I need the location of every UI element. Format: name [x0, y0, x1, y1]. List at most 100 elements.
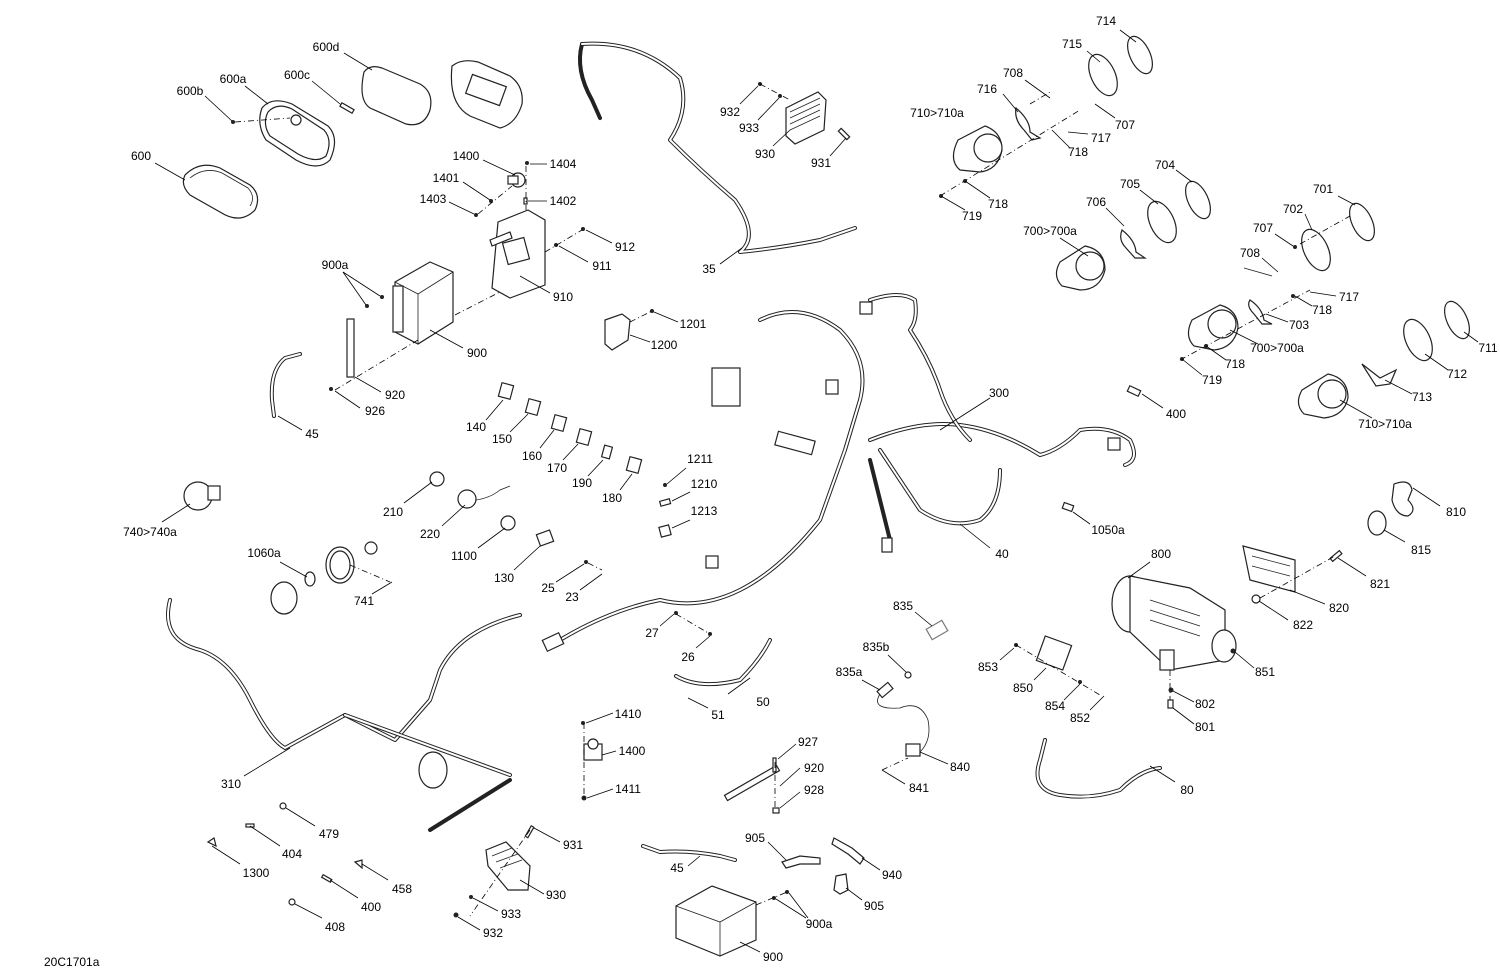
callout-label: 80	[1180, 783, 1194, 797]
callout-label: 710>710a	[1358, 417, 1412, 431]
callout-label: 1200	[650, 338, 678, 352]
callout-label: 600a	[219, 72, 247, 86]
callout-label: 900	[466, 346, 488, 360]
callout-label: 718	[1067, 145, 1089, 159]
voltage-regulator-930-bottom	[485, 841, 531, 891]
callout-label: 801	[1194, 720, 1216, 734]
callout-label: 926	[364, 404, 386, 418]
callout-label: 920	[384, 388, 406, 402]
callout-label: 27	[645, 626, 659, 640]
callout-label: 708	[1002, 66, 1024, 80]
callout-label: 35	[702, 262, 716, 276]
callout-label: 719	[1201, 373, 1223, 387]
callout-label: 458	[391, 882, 413, 896]
callout-label: 1404	[549, 157, 577, 171]
headlight-710-bottom	[1297, 373, 1349, 419]
callout-label: 404	[281, 847, 303, 861]
callout-label: 45	[305, 427, 319, 441]
fuse-box-900	[392, 261, 454, 345]
callout-label: 719	[961, 209, 983, 223]
rocker-switches	[497, 381, 643, 475]
callout-label: 718	[1311, 303, 1333, 317]
callout-label: 705	[1119, 177, 1141, 191]
callout-label: 932	[719, 105, 741, 119]
callout-label: 927	[797, 735, 819, 749]
callout-label: 835	[892, 599, 914, 613]
callout-label: 715	[1061, 37, 1083, 51]
callout-label: 815	[1410, 543, 1432, 557]
callout-label: 26	[681, 650, 695, 664]
callout-label: 190	[571, 476, 593, 490]
callout-label: 400	[1165, 407, 1187, 421]
callout-label: 718	[987, 197, 1009, 211]
callout-label: 821	[1369, 577, 1391, 591]
switches-210-220-1100-130	[429, 471, 555, 547]
callout-label: 852	[1069, 711, 1091, 725]
callout-label: 905	[744, 831, 766, 845]
callout-label: 933	[738, 121, 760, 135]
callout-label: 1401	[432, 171, 460, 185]
callout-label: 700>700a	[1250, 341, 1304, 355]
callout-label: 703	[1288, 318, 1310, 332]
callout-label: 300	[988, 386, 1010, 400]
callout-label: 1201	[679, 317, 707, 331]
callout-label: 1213	[690, 504, 718, 518]
callout-label: 1403	[419, 192, 447, 206]
callout-label: 180	[601, 491, 623, 505]
roller-fairlead-820	[1242, 545, 1296, 593]
document-id: 20C1701a	[44, 955, 100, 969]
callout-label: 706	[1085, 195, 1107, 209]
gauge-cluster-lens-600	[182, 164, 259, 219]
callout-label: 714	[1095, 14, 1117, 28]
callout-label: 741	[353, 594, 375, 608]
callout-label: 51	[711, 708, 725, 722]
callout-label: 835b	[862, 640, 890, 654]
callout-label: 170	[546, 461, 568, 475]
callout-label: 713	[1411, 390, 1433, 404]
headlight-710-top	[952, 125, 1003, 173]
callout-label: 712	[1446, 367, 1468, 381]
callout-label: 1060a	[247, 546, 281, 560]
solenoid-relay-bottom	[583, 738, 603, 761]
callout-label: 701	[1312, 182, 1334, 196]
callout-label: 711	[1478, 341, 1498, 355]
callout-label: 931	[562, 838, 584, 852]
callout-label: 210	[382, 505, 404, 519]
callout-label: 835a	[835, 665, 863, 679]
callout-label: 700>700a	[1023, 224, 1077, 238]
callout-label: 130	[493, 571, 515, 585]
callout-label: 740>740a	[123, 525, 177, 539]
callout-label: 1400	[452, 149, 480, 163]
callout-label: 900a	[321, 258, 349, 272]
callout-label: 1210	[690, 477, 718, 491]
solenoid-relay-top	[448, 159, 547, 217]
callout-label: 1400	[618, 744, 646, 758]
callout-label: 710>710a	[910, 106, 964, 120]
callout-label: 718	[1224, 357, 1246, 371]
callout-label: 933	[500, 907, 522, 921]
headlight-700-mid	[1055, 245, 1106, 291]
callout-label: 932	[482, 926, 504, 940]
callout-label: 930	[545, 888, 567, 902]
callout-label: 707	[1252, 221, 1274, 235]
callout-label: 150	[491, 432, 513, 446]
callout-label: 50	[756, 695, 770, 709]
callout-label: 23	[565, 590, 579, 604]
callout-label: 810	[1445, 505, 1467, 519]
callout-label: 854	[1044, 699, 1066, 713]
callout-label: 905	[863, 899, 885, 913]
callout-label: 1300	[242, 866, 270, 880]
callout-label: 802	[1194, 697, 1216, 711]
callout-label: 1050a	[1091, 523, 1125, 537]
callout-label: 928	[803, 783, 825, 797]
callout-label: 600	[130, 149, 152, 163]
callout-label: 40	[995, 547, 1009, 561]
callout-label: 45	[670, 861, 684, 875]
gauge-cover-600d	[361, 66, 432, 126]
callout-label: 600c	[283, 68, 311, 82]
callout-label: 400	[360, 900, 382, 914]
callout-label: 800	[1150, 547, 1172, 561]
winch-800	[1111, 575, 1237, 671]
